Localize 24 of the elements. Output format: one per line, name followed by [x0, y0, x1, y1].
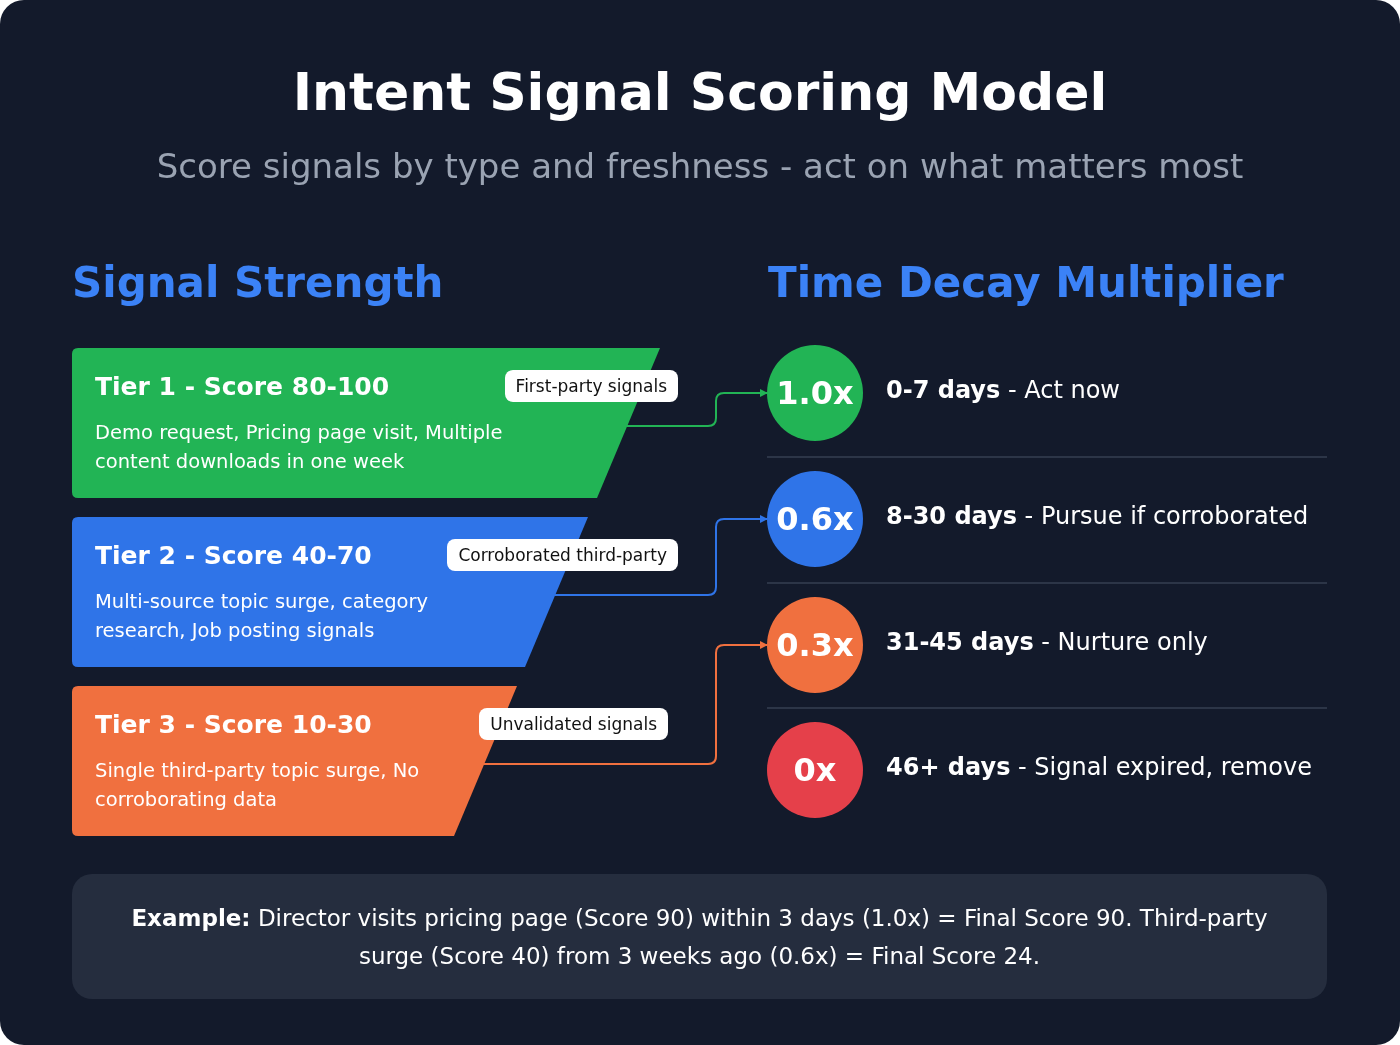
tier-description: Demo request, Pricing page visit, Multiple content downloads in one week	[95, 420, 504, 475]
tier-heading: Tier 3 - Score 10-30	[95, 710, 372, 739]
connector-arrow	[553, 515, 768, 596]
example-panel: Example: Director visits pricing page (Score 90) within 3 days (1.0x) = Final Score 90. Third-party surge (Score 40) from 3 weeks ago (0.6x) = Final Score 24.	[72, 874, 1327, 999]
tier-description: Single third-party topic surge, No corroborating data	[95, 758, 421, 813]
decay-description: 0-7 days - Act now	[886, 376, 1120, 404]
signal-type-tag: Unvalidated signals	[479, 708, 668, 740]
section-heading: Time Decay Multiplier	[768, 258, 1284, 307]
tier-description: Multi-source topic surge, category research, Job posting signals	[95, 589, 430, 644]
section-heading: Signal Strength	[72, 258, 444, 307]
multiplier-circle: 0.3x	[767, 597, 863, 693]
connector-arrow	[482, 641, 768, 765]
signal-type-tag: First-party signals	[504, 370, 678, 402]
decay-description: 31-45 days - Nurture only	[886, 628, 1208, 656]
decay-description: 46+ days - Signal expired, remove	[886, 753, 1312, 781]
tier-heading: Tier 1 - Score 80-100	[95, 372, 390, 401]
decay-description: 8-30 days - Pursue if corroborated	[886, 502, 1309, 530]
title: Intent Signal Scoring Model	[291, 62, 1109, 122]
multiplier-circle: 0.6x	[767, 471, 863, 567]
multiplier-circle: 0x	[767, 722, 863, 818]
tier-heading: Tier 2 - Score 40-70	[95, 541, 372, 570]
signal-type-tag: Corroborated third-party	[447, 539, 678, 571]
multiplier-circle: 1.0x	[767, 345, 863, 441]
subtitle: Score signals by type and freshness - act on what matters most	[155, 146, 1245, 186]
